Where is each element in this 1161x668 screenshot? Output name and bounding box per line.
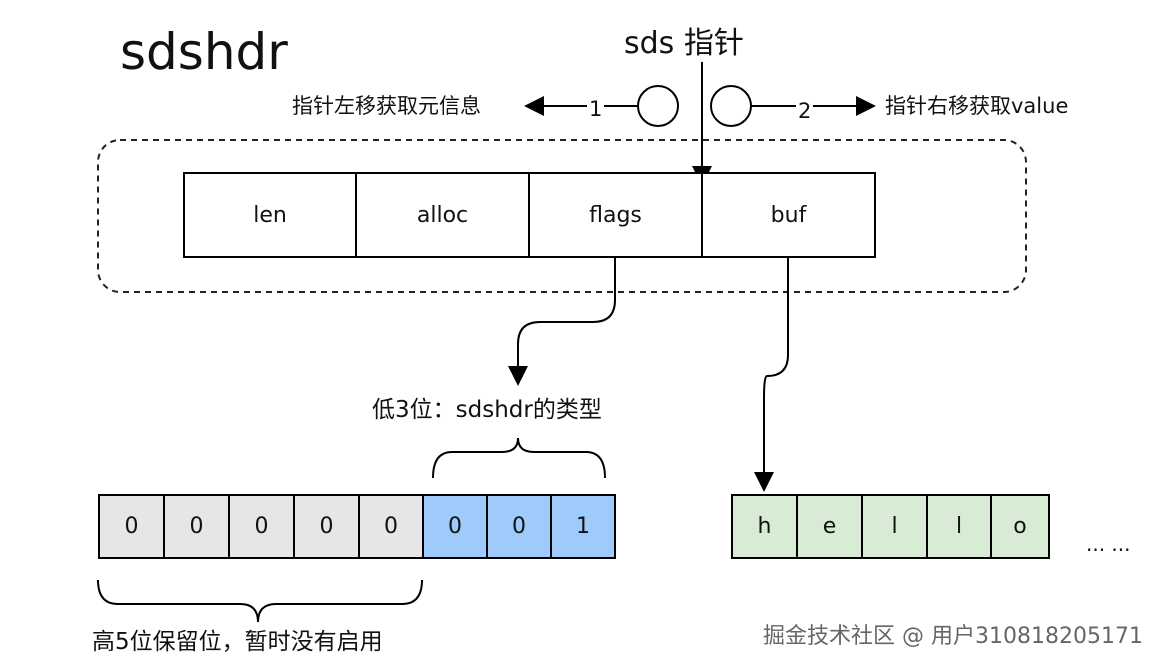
buffer-ellipsis: ... ...: [1086, 532, 1131, 556]
header-field-buf: buf: [701, 172, 876, 258]
footer-watermark: 掘金技术社区 @ 用户310818205171: [763, 624, 1143, 649]
flags-bit-4: 0: [293, 494, 360, 559]
high-bits-note: 高5位保留位，暂时没有启用: [92, 629, 383, 655]
flags-arrow: [508, 258, 616, 386]
right-action-label: 指针右移获取value: [885, 94, 1069, 118]
buf-arrow: [754, 258, 789, 492]
diagram-title: sdshdr: [120, 23, 288, 81]
right-pointer-circle: [710, 85, 752, 127]
right-step-number: 2: [796, 96, 814, 126]
flags-bit-2: 0: [422, 494, 488, 559]
header-dashed-container: [97, 139, 1027, 293]
buf-char-e: e: [796, 494, 863, 559]
flags-type-note: 低3位：sdshdr的类型: [372, 397, 602, 423]
flags-bit-1: 0: [486, 494, 552, 559]
header-field-len: len: [183, 172, 357, 258]
flags-bit-7: 0: [98, 494, 165, 559]
flags-bit-5: 0: [228, 494, 295, 559]
left-pointer-circle: [637, 85, 679, 127]
header-field-alloc: alloc: [355, 172, 530, 258]
low-bits-brace: [432, 437, 606, 479]
left-action-label: 指针左移获取元信息: [292, 94, 481, 118]
buf-char-l2: l: [926, 494, 992, 559]
sds-pointer-label: sds 指针: [624, 26, 744, 61]
buf-char-h: h: [731, 494, 798, 559]
buf-char-o: o: [990, 494, 1050, 559]
high-bits-brace: [97, 579, 423, 623]
flags-bit-6: 0: [163, 494, 230, 559]
buf-char-l1: l: [861, 494, 928, 559]
flags-bit-3: 0: [358, 494, 424, 559]
flags-bit-0: 1: [550, 494, 616, 559]
left-step-number: 1: [587, 94, 605, 124]
header-field-flags: flags: [528, 172, 703, 258]
